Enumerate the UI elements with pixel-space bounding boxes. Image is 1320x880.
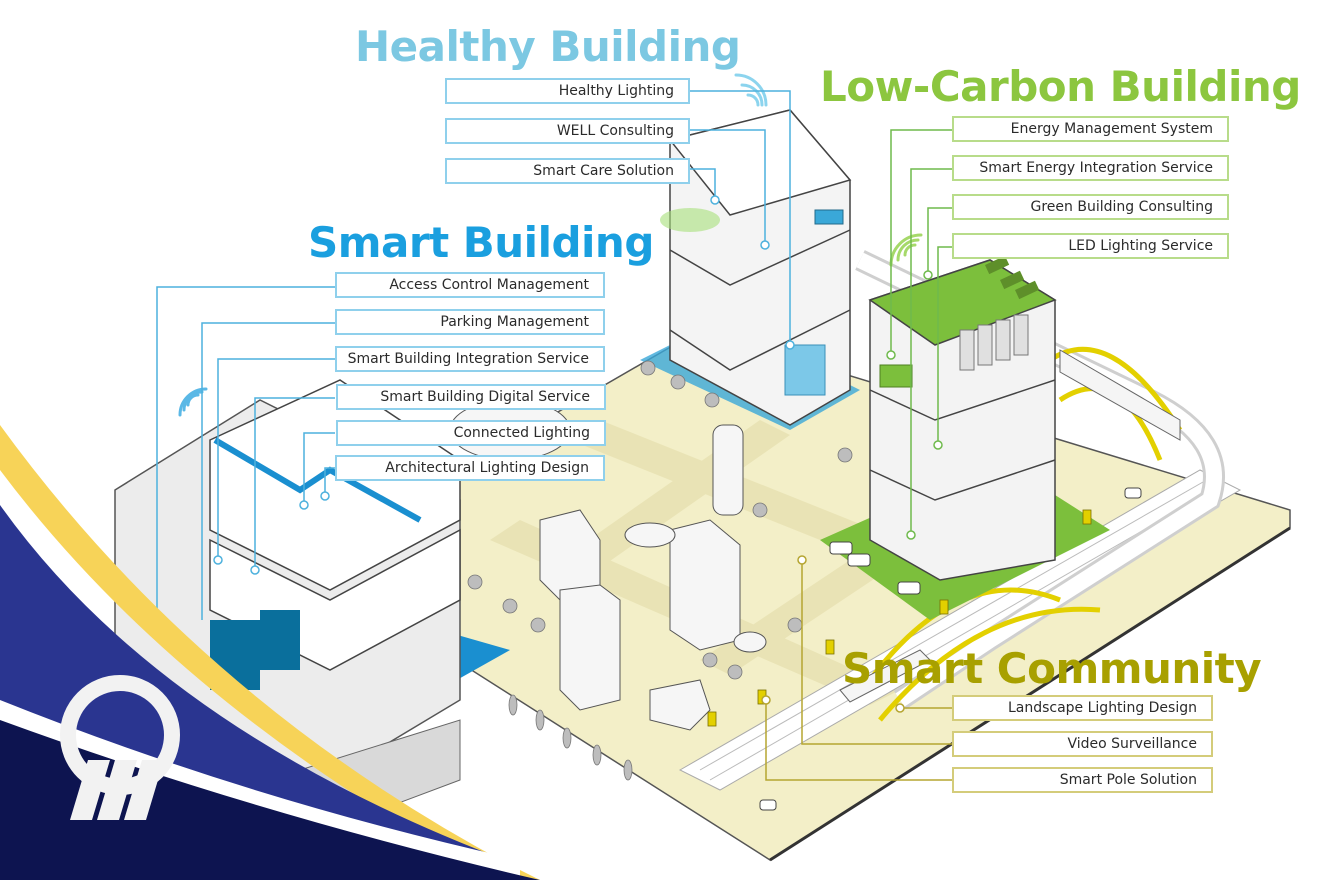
label-led-lighting-service: LED Lighting Service — [952, 233, 1229, 259]
wifi-icon-healthy — [734, 73, 768, 107]
label-smart-pole-solution: Smart Pole Solution — [952, 767, 1213, 793]
label-video-surveillance: Video Surveillance — [952, 731, 1213, 757]
company-logo-icon — [60, 675, 180, 820]
navy-swoosh — [0, 720, 540, 880]
label-access-control-management: Access Control Management — [335, 272, 605, 298]
smart-building-title: Smart Building — [308, 218, 654, 267]
label-smart-building-digital-service: Smart Building Digital Service — [336, 384, 606, 410]
label-smart-building-integration-service: Smart Building Integration Service — [335, 346, 605, 372]
label-energy-management-system: Energy Management System — [952, 116, 1229, 142]
label-green-building-consulting: Green Building Consulting — [952, 194, 1229, 220]
label-smart-care-solution: Smart Care Solution — [445, 158, 690, 184]
label-architectural-lighting-design: Architectural Lighting Design — [335, 455, 605, 481]
wifi-icon-lowcarbon — [889, 233, 923, 267]
label-healthy-lighting: Healthy Lighting — [445, 78, 690, 104]
healthy-building-title: Healthy Building — [355, 22, 741, 71]
label-landscape-lighting-design: Landscape Lighting Design — [952, 695, 1213, 721]
label-connected-lighting: Connected Lighting — [336, 420, 606, 446]
label-parking-management: Parking Management — [335, 309, 605, 335]
label-well-consulting: WELL Consulting — [445, 118, 690, 144]
low-carbon-building-title: Low-Carbon Building — [820, 62, 1301, 111]
smart-community-title: Smart Community — [842, 644, 1262, 693]
label-smart-energy-integration-service: Smart Energy Integration Service — [952, 155, 1229, 181]
